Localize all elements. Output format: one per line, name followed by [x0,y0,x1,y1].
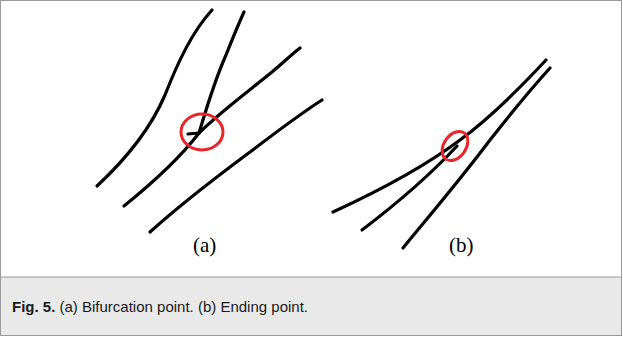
ridge-line [333,60,546,212]
panel-label: (b) [449,233,474,258]
ridge-line [97,10,212,186]
bifurcation-marker [181,114,223,150]
ridge-lines [97,10,550,248]
ridge-line [188,133,199,134]
caption-band [1,277,621,335]
panel-label: (a) [193,233,216,258]
caption-number: Fig. 5. [12,298,55,315]
ridge-line [150,100,322,232]
figure-caption: Fig. 5. (a) Bifurcation point. (b) Endin… [12,298,612,315]
ending-marker [437,127,473,166]
caption-divider [1,277,621,278]
ridge-line [362,146,457,230]
caption-text: (a) Bifurcation point. (b) Ending point. [55,298,308,315]
ridge-line [403,68,550,248]
ridge-line [199,48,300,133]
